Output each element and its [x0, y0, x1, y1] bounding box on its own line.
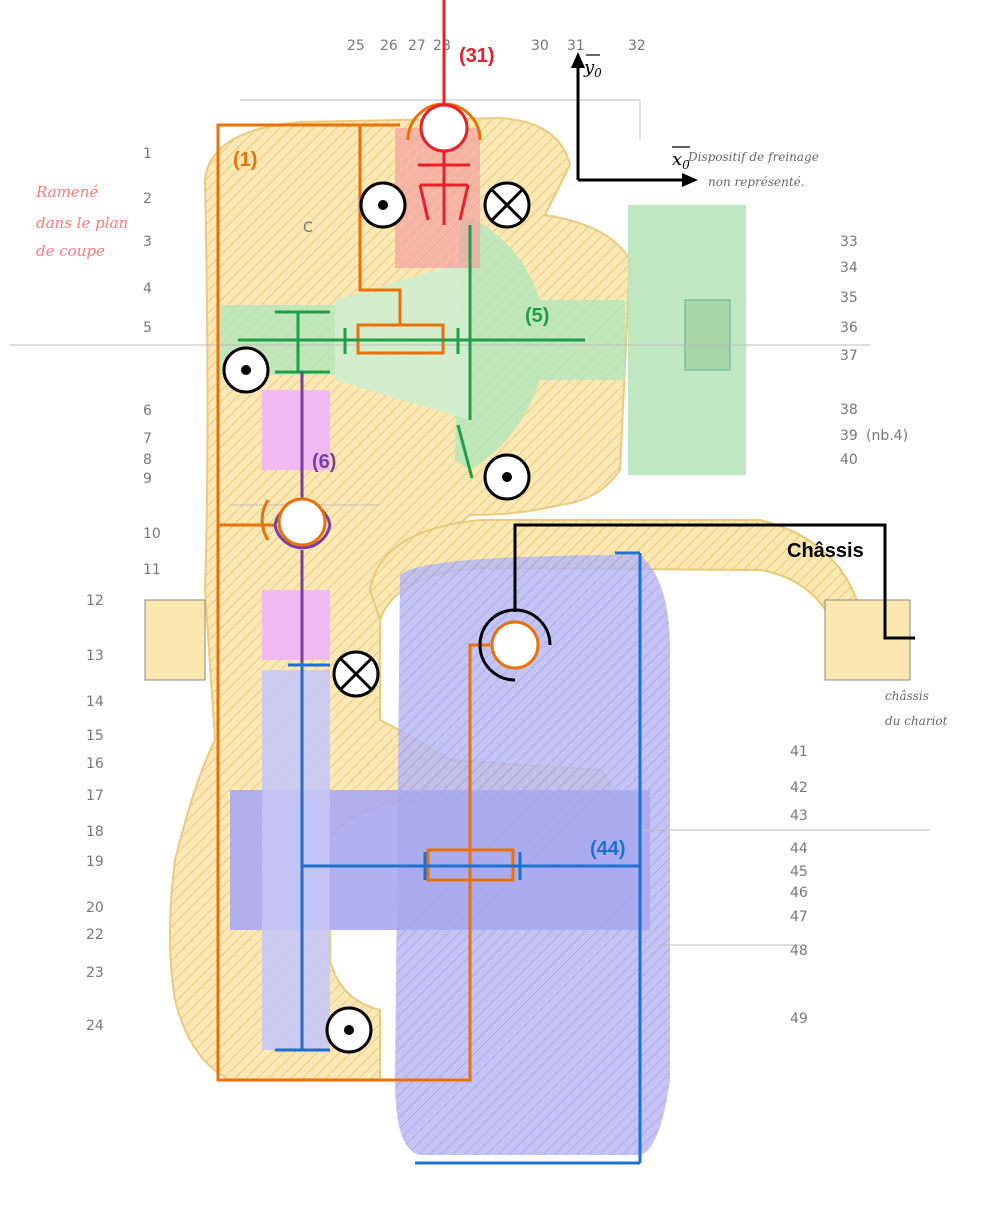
part-number-left: 16	[86, 756, 104, 772]
part-number-right: 41	[790, 744, 808, 760]
part6-pivot	[277, 497, 327, 547]
part-number-top: 28	[433, 38, 451, 54]
part-number-left: 10	[143, 526, 161, 542]
part-number-right: 37	[840, 348, 858, 364]
label-part5: (5)	[525, 305, 549, 327]
part44-schematic	[275, 551, 642, 1165]
handwritten-note-line2: dans le plan	[36, 214, 128, 232]
green-wheel	[455, 215, 625, 470]
part-number-left: 1	[143, 146, 152, 162]
chassis-note-line2: du chariot	[885, 714, 948, 728]
brake-note-line1: Dispositif de freinage	[687, 150, 819, 164]
part-numbers-right: 33 34 35 36 37 38 39 40 41 42 43 44 45 46 47 48 49	[790, 234, 858, 1027]
label-part6: (6)	[312, 451, 336, 473]
part-number-right: 38	[840, 402, 858, 418]
part-number-left: 4	[143, 281, 152, 297]
y-axis-arrow	[571, 52, 585, 68]
part-number-left: 19	[86, 854, 104, 870]
part-number-left: 24	[86, 1018, 104, 1034]
handwritten-note-line1: Ramené	[35, 183, 98, 201]
section-mark: C	[303, 220, 313, 236]
chassis-note-line1: châssis	[885, 689, 929, 703]
part-number-right: 48	[790, 943, 808, 959]
part-number-left: 15	[86, 728, 104, 744]
label-chassis: Châssis	[787, 540, 864, 562]
part-number-top: 26	[380, 38, 398, 54]
dot-symbol	[359, 181, 407, 229]
part-number-left: 11	[143, 562, 161, 578]
cross-symbol	[483, 181, 531, 229]
part-number-top: 30	[531, 38, 549, 54]
dot-symbol	[325, 1006, 373, 1054]
part-number-right: 40	[840, 452, 858, 468]
brake-note-line2: non représenté.	[708, 175, 805, 189]
pink-region-bottom	[262, 590, 330, 660]
label-part1: (1)	[233, 149, 257, 171]
dot-symbol	[222, 346, 270, 394]
part-number-right: 39	[840, 428, 858, 444]
part-number-top: 27	[408, 38, 426, 54]
part-number-left: 9	[143, 471, 152, 487]
part-number-left: 2	[143, 191, 152, 207]
pink-region-top	[262, 390, 330, 470]
part-number-left: 6	[143, 403, 152, 419]
label-part31: (31)	[459, 45, 495, 67]
dot-symbol	[483, 453, 531, 501]
part-number-right: 36	[840, 320, 858, 336]
part-number-right: 33	[840, 234, 858, 250]
part-number-right: 35	[840, 290, 858, 306]
part6-schematic	[273, 372, 332, 665]
part-number-left: 8	[143, 452, 152, 468]
blue-gear	[262, 670, 330, 1050]
part-number-right: 44	[790, 841, 808, 857]
part-number-right: 46	[790, 885, 808, 901]
label-part44: (44)	[590, 838, 626, 860]
part-number-left: 7	[143, 431, 152, 447]
part-number-left: 3	[143, 234, 152, 250]
x-axis-arrow	[682, 173, 698, 187]
part-number-left: 20	[86, 900, 104, 916]
note-39: (nb.4)	[866, 428, 908, 444]
part-number-right: 42	[790, 780, 808, 796]
part-number-left: 18	[86, 824, 104, 840]
part-number-left: 5	[143, 320, 152, 336]
cross-symbol	[332, 650, 380, 698]
part-number-left: 22	[86, 927, 104, 943]
y-axis-label: y0	[583, 57, 602, 80]
part-numbers-top: 25 26 27 28 30 31 32	[347, 38, 646, 54]
part-number-top: 25	[347, 38, 365, 54]
axes-frame	[576, 60, 690, 182]
part-number-top: 32	[628, 38, 646, 54]
part5-schematic	[238, 225, 585, 479]
part-number-left: 17	[86, 788, 104, 804]
part-number-right: 47	[790, 909, 808, 925]
part-number-right: 34	[840, 260, 858, 276]
green-nut	[684, 299, 731, 371]
chassis-pivot	[490, 620, 540, 670]
left-flange	[144, 599, 206, 681]
part-number-top: 31	[567, 38, 585, 54]
part31-schematic	[418, 0, 470, 225]
part-number-right: 43	[790, 808, 808, 824]
part-number-right: 49	[790, 1011, 808, 1027]
chassis-schematic	[478, 523, 915, 682]
x-axis-label: x0	[672, 149, 690, 172]
part-number-left: 14	[86, 694, 104, 710]
direction-symbols	[222, 181, 531, 1054]
chassis-block	[824, 599, 911, 681]
handwritten-note-line3: de coupe	[36, 242, 105, 260]
part-number-left: 23	[86, 965, 104, 981]
part-number-right: 45	[790, 864, 808, 880]
part-number-left: 13	[86, 648, 104, 664]
part-number-left: 12	[86, 593, 104, 609]
